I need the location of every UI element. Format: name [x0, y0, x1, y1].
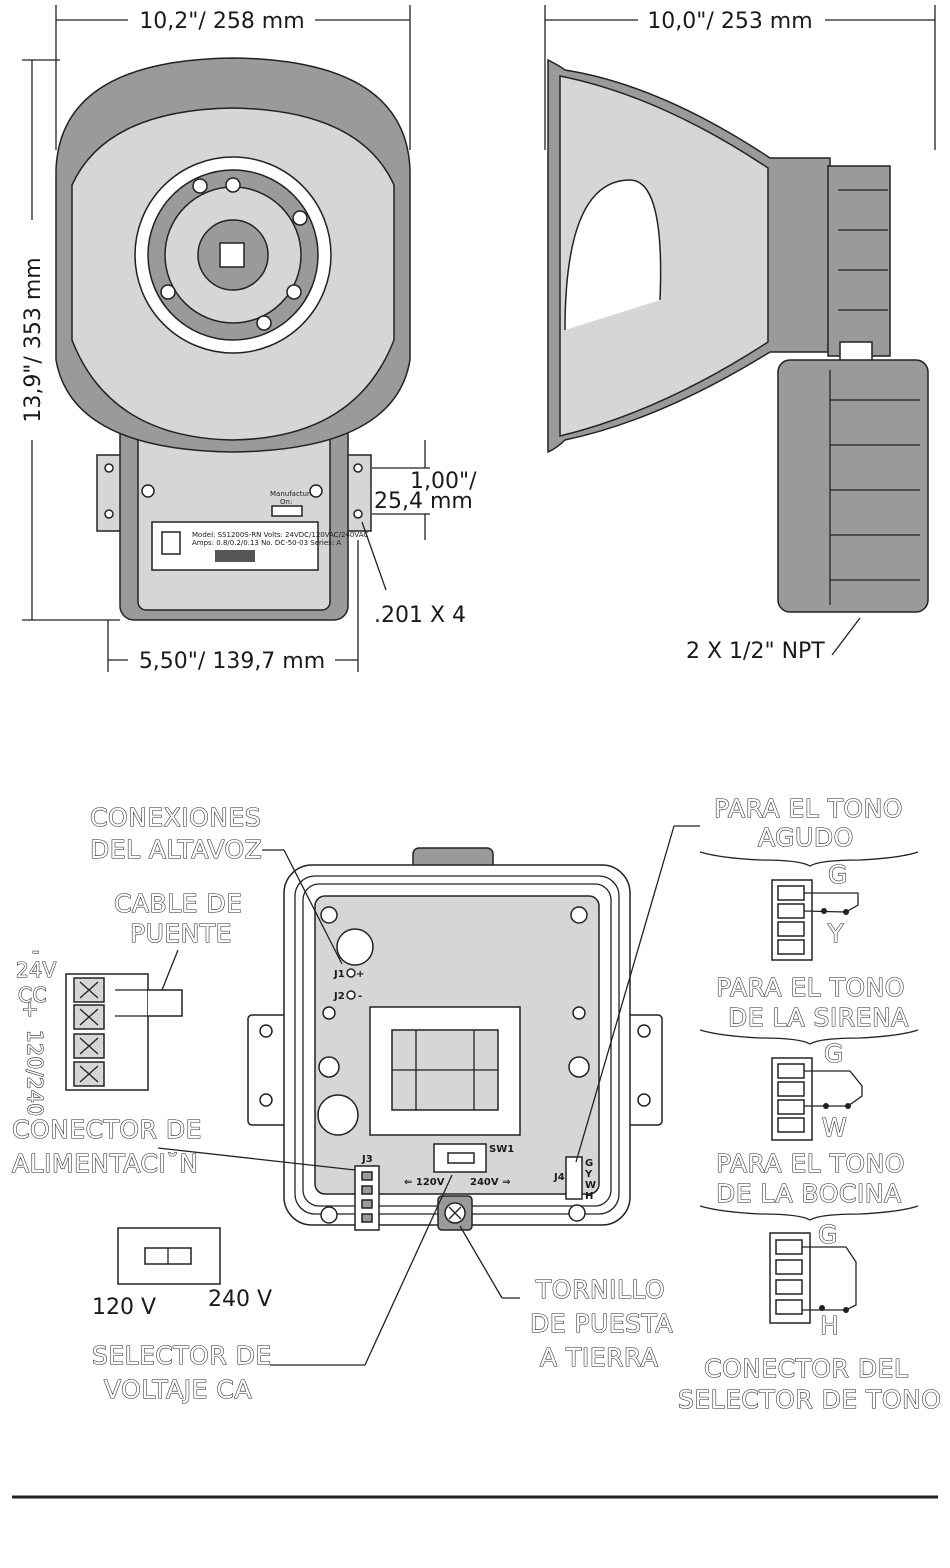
- svg-text:W: W: [822, 1113, 847, 1142]
- dim-height: 13,9"/ 353 mm: [21, 257, 46, 422]
- svg-text:Y: Y: [584, 1169, 593, 1180]
- svg-text:G: G: [585, 1158, 593, 1169]
- wiring-diagram: J1 + J2 - SW1 ⇐ 120V 240V ⇒ J3 J4 G Y W …: [247, 847, 663, 1231]
- speaker-label-1: CONEXIONES: [90, 803, 261, 832]
- holes-label: .201 X 4: [374, 603, 466, 628]
- svg-text:-: -: [32, 939, 40, 963]
- v120-label: 120 V: [92, 1295, 156, 1320]
- svg-text:W: W: [585, 1180, 596, 1191]
- dim-front-width: 10,2"/ 258 mm: [139, 9, 304, 34]
- svg-text:240V ⇒: 240V ⇒: [470, 1177, 510, 1188]
- svg-text:1,00"/: 1,00"/: [410, 469, 477, 494]
- voltage-switch: [117, 1227, 221, 1285]
- tone-legend: PARA EL TONO AGUDO G Y PARA EL TONO DE L…: [575, 793, 941, 1415]
- ac-voltage: 120/240: [23, 1030, 47, 1117]
- jumper-label-1: CABLE DE: [114, 889, 242, 918]
- tone-selector-line1: CONECTOR DEL: [704, 1354, 908, 1383]
- v240-label: 240 V: [208, 1287, 272, 1312]
- svg-text:Manufactured: Manufactured: [270, 490, 318, 498]
- svg-text:On:: On:: [280, 498, 292, 506]
- svg-text:Amps: 0.8/0.2/0.13 No. DC-50: Amps: 0.8/0.2/0.13 No. DC-50-03 Series: …: [192, 539, 341, 547]
- svg-text:J1: J1: [333, 969, 345, 980]
- side-view: 10,0"/ 253 mm 2 X 1/2" NPT: [544, 5, 936, 664]
- svg-text:G: G: [818, 1220, 838, 1249]
- svg-text:⇐ 120V: ⇐ 120V: [404, 1177, 445, 1188]
- tone-2-line2: DE LA SIRENA: [728, 1003, 909, 1032]
- driver-side: [827, 165, 891, 357]
- svg-text:H: H: [820, 1311, 839, 1340]
- tone-3-line2: DE LA BOCINA: [716, 1179, 902, 1208]
- dc-24v: 24V: [16, 958, 57, 982]
- tone-3-line1: PARA EL TONO: [716, 1149, 905, 1178]
- tone-2-line1: PARA EL TONO: [716, 973, 905, 1002]
- dim-base-width: 5,50"/ 139,7 mm: [139, 649, 325, 674]
- svg-text:SW1: SW1: [489, 1144, 514, 1155]
- ground-label-1: TORNILLO: [535, 1275, 665, 1304]
- tone-selector-line2: SELECTOR DE TONO: [678, 1385, 941, 1414]
- conduit-label: 2 X 1/2" NPT: [686, 639, 825, 664]
- power-label-2: ALIMENTACI˘N: [12, 1149, 199, 1178]
- ground-label-3: A TIERRA: [540, 1343, 658, 1372]
- tone-1-line1: PARA EL TONO: [714, 794, 903, 823]
- svg-text:J3: J3: [361, 1154, 373, 1165]
- svg-text:-: -: [358, 991, 362, 1002]
- power-label-1: CONECTOR DE: [12, 1115, 202, 1144]
- tone-1-line2: AGUDO: [758, 823, 854, 852]
- dc-cc: CC: [18, 983, 47, 1007]
- svg-text:Y: Y: [827, 919, 844, 948]
- svg-text:25,4 mm: 25,4 mm: [374, 489, 473, 514]
- jumper-label-2: PUENTE: [130, 919, 232, 948]
- speaker-label-2: DEL ALTAVOZ: [90, 835, 262, 864]
- j4-connector: [565, 1156, 583, 1200]
- ground-label-2: DE PUESTA: [530, 1309, 673, 1338]
- svg-text:J2: J2: [333, 991, 345, 1002]
- svg-text:G: G: [824, 1039, 844, 1068]
- svg-text:H: H: [585, 1191, 593, 1202]
- voltage-label-1: SELECTOR DE: [92, 1341, 272, 1370]
- junction-box-side: [777, 359, 929, 613]
- svg-text:+: +: [21, 997, 38, 1021]
- svg-text:J4: J4: [553, 1172, 565, 1183]
- svg-text:Model: SS1200S-RN Volts: 24VD: Model: SS1200S-RN Volts: 24VDC/120VAC/24…: [192, 531, 368, 539]
- voltage-label-2: VOLTAJE CA: [104, 1375, 252, 1404]
- front-view: 10,2"/ 258 mm 13,9"/ 353 mm Model: SS120…: [21, 5, 477, 674]
- svg-text:G: G: [828, 860, 848, 889]
- power-terminal: [65, 973, 183, 1091]
- svg-text:+: +: [356, 969, 364, 980]
- dim-side-width: 10,0"/ 253 mm: [647, 9, 812, 34]
